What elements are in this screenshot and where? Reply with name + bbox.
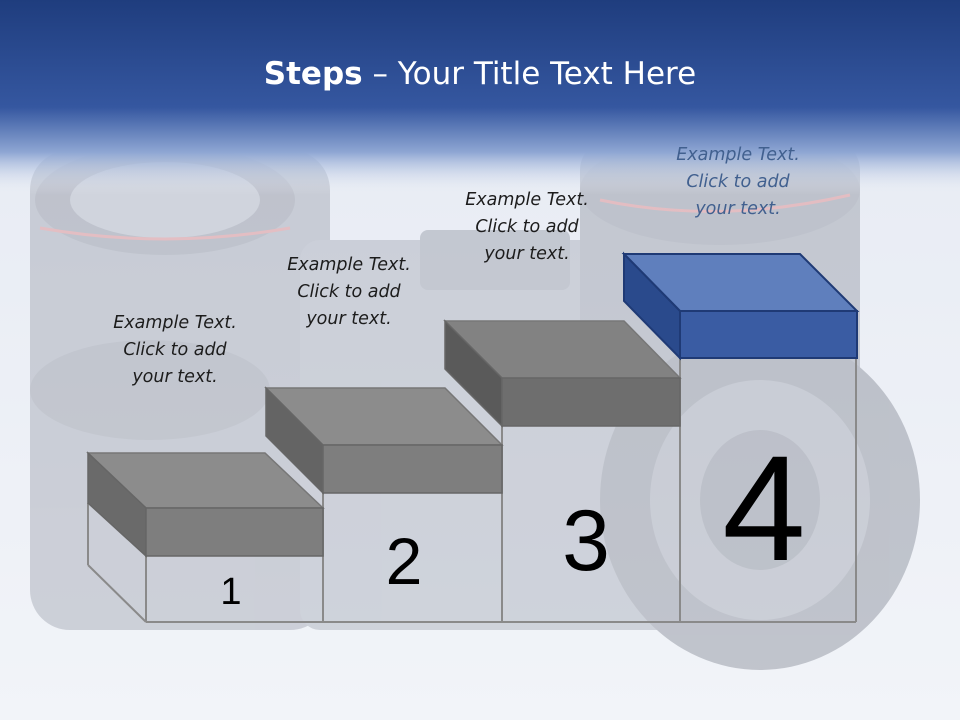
step-label-1-line-3: your text. bbox=[132, 367, 218, 387]
step-label-3-line-1: Example Text. bbox=[465, 190, 589, 210]
step-label-2[interactable]: Example Text. Click to add your text. bbox=[249, 252, 449, 333]
step-label-3-line-3: your text. bbox=[484, 244, 570, 264]
step-number-1: 1 bbox=[220, 571, 241, 613]
step-block-3[interactable] bbox=[443, 319, 682, 428]
title-rest: – Your Title Text Here bbox=[362, 56, 697, 92]
step-label-4-line-1: Example Text. bbox=[676, 145, 800, 165]
title-bold: Steps bbox=[263, 56, 363, 92]
step-block-4[interactable] bbox=[621, 251, 860, 361]
step-number-2: 2 bbox=[386, 524, 423, 598]
step-label-4-line-3: your text. bbox=[695, 199, 781, 219]
step-label-3-line-2: Click to add bbox=[475, 217, 579, 237]
step-label-4[interactable]: Example Text. Click to add your text. bbox=[638, 142, 838, 223]
step-label-4-line-2: Click to add bbox=[686, 172, 790, 192]
step-label-3[interactable]: Example Text. Click to add your text. bbox=[427, 187, 627, 268]
step-label-1-line-2: Click to add bbox=[123, 340, 227, 360]
step-label-2-line-3: your text. bbox=[306, 309, 392, 329]
step-block-1[interactable] bbox=[86, 451, 325, 558]
step-label-1[interactable]: Example Text. Click to add your text. bbox=[75, 310, 275, 391]
step-label-2-line-2: Click to add bbox=[297, 282, 401, 302]
step-block-2[interactable] bbox=[264, 386, 504, 495]
step-label-2-line-1: Example Text. bbox=[287, 255, 411, 275]
slide-title[interactable]: Steps – Your Title Text Here bbox=[0, 52, 960, 96]
step-number-4: 4 bbox=[722, 424, 805, 592]
step-label-1-line-1: Example Text. bbox=[113, 313, 237, 333]
step-number-3: 3 bbox=[562, 493, 610, 589]
